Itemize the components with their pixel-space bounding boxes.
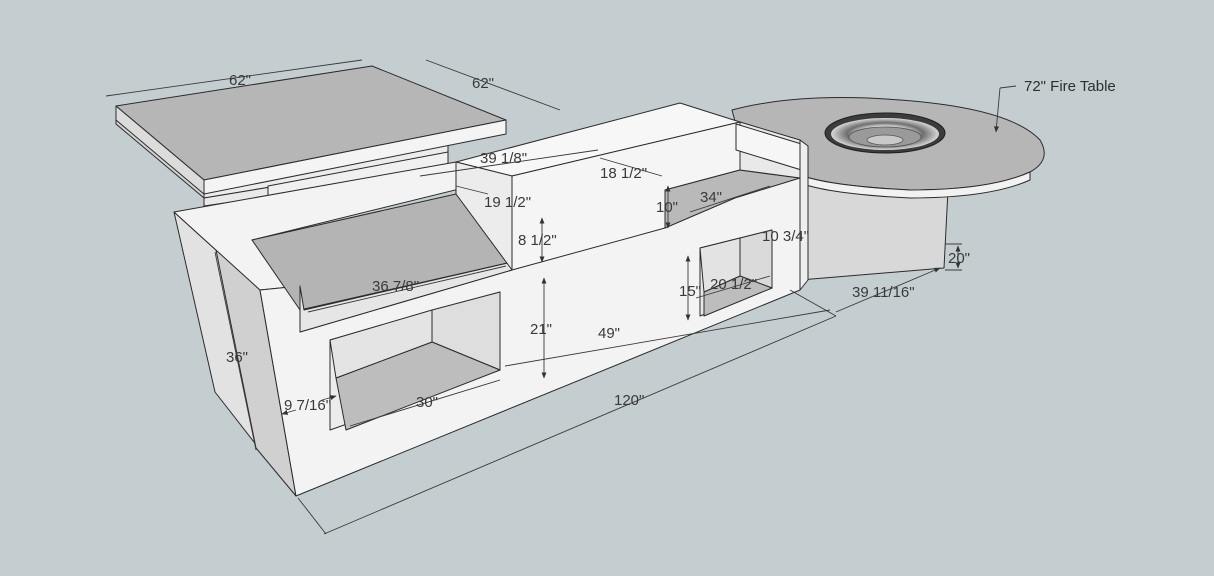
island-body <box>173 102 809 497</box>
dim-raised-length: 39 1/8" <box>480 150 527 167</box>
dim-fire-offset: 39 11/16" <box>852 284 915 301</box>
dim-opening-span: 49" <box>598 325 620 342</box>
dim-step-height: 8 1/2" <box>518 232 557 249</box>
dim-right-counter: 34" <box>700 189 722 206</box>
dim-counter-left: 36 7/8" <box>372 278 419 295</box>
fire-bowl-icon <box>824 112 946 154</box>
dim-backsplash: 10" <box>656 199 678 216</box>
dim-door-small-width: 15" <box>679 283 701 300</box>
dim-opening-height: 21" <box>530 321 552 338</box>
dim-slab-depth: 62" <box>229 72 251 89</box>
dim-slab-width: 62" <box>472 75 494 92</box>
dimension-lines <box>105 59 1017 535</box>
dim-fire-base-height: 20" <box>948 250 970 267</box>
callout-fire-table: 72" Fire Table <box>1024 78 1116 95</box>
dim-raised-depth: 18 1/2" <box>600 165 647 182</box>
dimension-labels: 62" 62" 39 1/8" 18 1/2" 19 1/2" 8 1/2" 3… <box>226 72 1116 414</box>
dim-end-thickness: 9 7/16" <box>284 397 331 414</box>
dim-height: 36" <box>226 349 248 366</box>
dim-opening-width: 30" <box>416 394 438 411</box>
dim-door-small-depth: 20 1/2" <box>710 276 757 293</box>
dim-total-length: 120" <box>614 392 644 409</box>
dim-step-depth: 19 1/2" <box>484 194 531 211</box>
dim-door-small-height: 10 3/4" <box>762 228 809 245</box>
